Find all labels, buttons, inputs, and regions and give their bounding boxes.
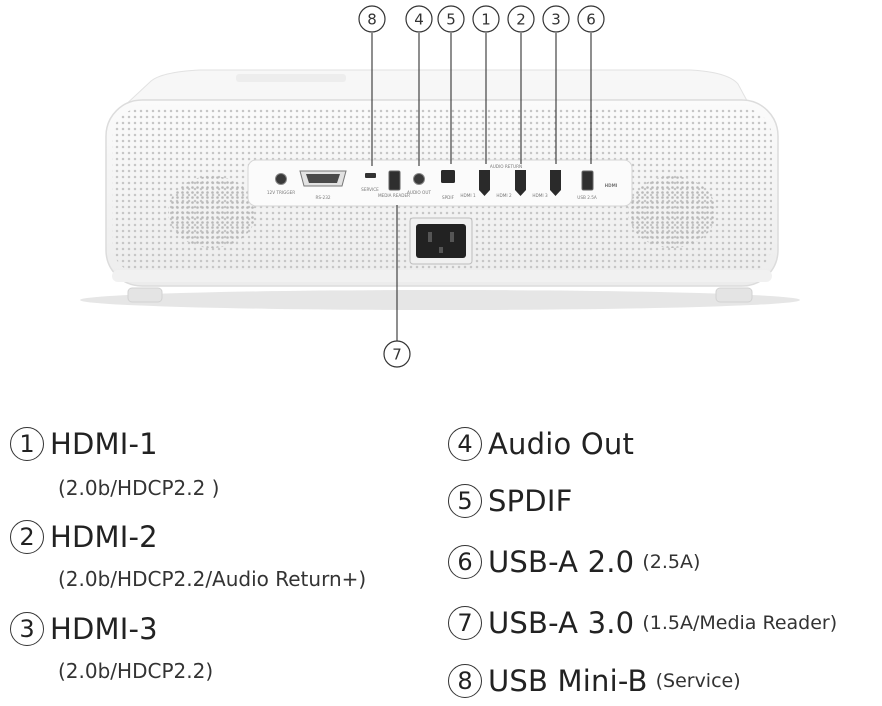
left-foot — [127, 287, 163, 303]
hdmi-logo-label: HDMI — [605, 183, 618, 188]
projector-rear-diagram: 12V TRIGGER RS-232 SERVICE MEDIA READER … — [80, 5, 800, 368]
callout-8: 8 — [358, 5, 386, 33]
callout-1: 1 — [472, 5, 500, 33]
legend-item-usb-mini-b: 8 USB Mini-B (Service) — [448, 664, 741, 698]
right-foot — [715, 287, 753, 303]
spdif-port — [441, 170, 455, 183]
hdmi1-port — [479, 170, 490, 196]
legend-name: HDMI-3 — [50, 612, 158, 646]
legend-number: 5 — [448, 484, 482, 518]
connector-panel: 12V TRIGGER RS-232 SERVICE MEDIA READER … — [247, 159, 633, 207]
legend-item-usb-a-3: 7 USB-A 3.0 (1.5A/Media Reader) — [448, 606, 837, 640]
legend-item-usb-a-2: 6 USB-A 2.0 (2.5A) — [448, 545, 700, 579]
left-speaker-grille — [168, 176, 256, 248]
callout-5: 5 — [437, 5, 465, 33]
usb-label: USB 2.5A — [577, 195, 597, 200]
svg-text:7: 7 — [392, 346, 402, 364]
legend-name: USB-A 2.0 — [488, 545, 635, 579]
callout-7: 7 — [383, 340, 411, 368]
floor-shadow — [80, 290, 800, 310]
service-port — [365, 173, 376, 178]
audio-return-label: AUDIO RETURN — [490, 164, 522, 169]
svg-text:4: 4 — [414, 11, 424, 29]
callout-2: 2 — [507, 5, 535, 33]
legend-item-hdmi-1: 1 HDMI-1 — [10, 427, 158, 461]
legend-name: SPDIF — [488, 484, 573, 518]
legend-number: 1 — [10, 427, 44, 461]
hdmi2-port — [515, 170, 526, 196]
audio-out-jack — [413, 173, 425, 185]
callout-4: 4 — [405, 5, 433, 33]
legend-name: Audio Out — [488, 427, 635, 461]
hdmi3-label: HDMI 3 — [532, 193, 548, 198]
legend-item-spdif: 5 SPDIF — [448, 484, 572, 518]
svg-text:3: 3 — [551, 11, 561, 29]
legend-number: 2 — [10, 520, 44, 554]
svg-text:6: 6 — [586, 11, 596, 29]
legend-detail: (1.5A/Media Reader) — [642, 612, 838, 634]
media-reader-port — [388, 170, 401, 191]
legend-item-hdmi-2: 2 HDMI-2 — [10, 520, 158, 554]
rs232-label: RS-232 — [315, 195, 330, 200]
audio-out-label: AUDIO OUT — [407, 190, 431, 195]
legend-detail: (Service) — [655, 670, 741, 692]
callout-3: 3 — [542, 5, 570, 33]
legend-sub-hdmi-3: (2.0b/HDCP2.2) — [58, 659, 214, 683]
service-label: SERVICE — [361, 187, 379, 192]
svg-text:1: 1 — [481, 11, 491, 29]
trigger-jack — [275, 173, 287, 185]
legend-number: 7 — [448, 606, 482, 640]
legend-name: HDMI-1 — [50, 427, 158, 461]
legend-name: USB Mini-B — [488, 664, 648, 698]
callout-6: 6 — [577, 5, 605, 33]
legend-name: USB-A 3.0 — [488, 606, 635, 640]
legend-number: 8 — [448, 664, 482, 698]
hdmi2-label: HDMI 2 — [496, 193, 512, 198]
hdmi3-port — [550, 170, 561, 196]
legend-item-audio-out: 4 Audio Out — [448, 427, 634, 461]
legend-name: HDMI-2 — [50, 520, 158, 554]
callout-leader-lines — [371, 33, 592, 341]
legend-number: 6 — [448, 545, 482, 579]
legend-detail: (2.5A) — [642, 551, 701, 573]
media-label: MEDIA READER — [378, 193, 410, 198]
svg-text:5: 5 — [446, 11, 456, 29]
legend-number: 4 — [448, 427, 482, 461]
legend-sub-hdmi-1: (2.0b/HDCP2.2 ) — [58, 476, 220, 500]
svg-text:2: 2 — [516, 11, 526, 29]
legend-number: 3 — [10, 612, 44, 646]
right-speaker-grille — [628, 176, 716, 248]
legend-item-hdmi-3: 3 HDMI-3 — [10, 612, 158, 646]
trigger-label: 12V TRIGGER — [267, 190, 295, 195]
spdif-label: SPDIF — [442, 195, 455, 200]
usb-a-port — [581, 170, 594, 191]
legend-sub-hdmi-2: (2.0b/HDCP2.2/Audio Return+) — [58, 567, 367, 591]
hdmi1-label: HDMI 1 — [460, 193, 476, 198]
svg-text:8: 8 — [367, 11, 377, 29]
